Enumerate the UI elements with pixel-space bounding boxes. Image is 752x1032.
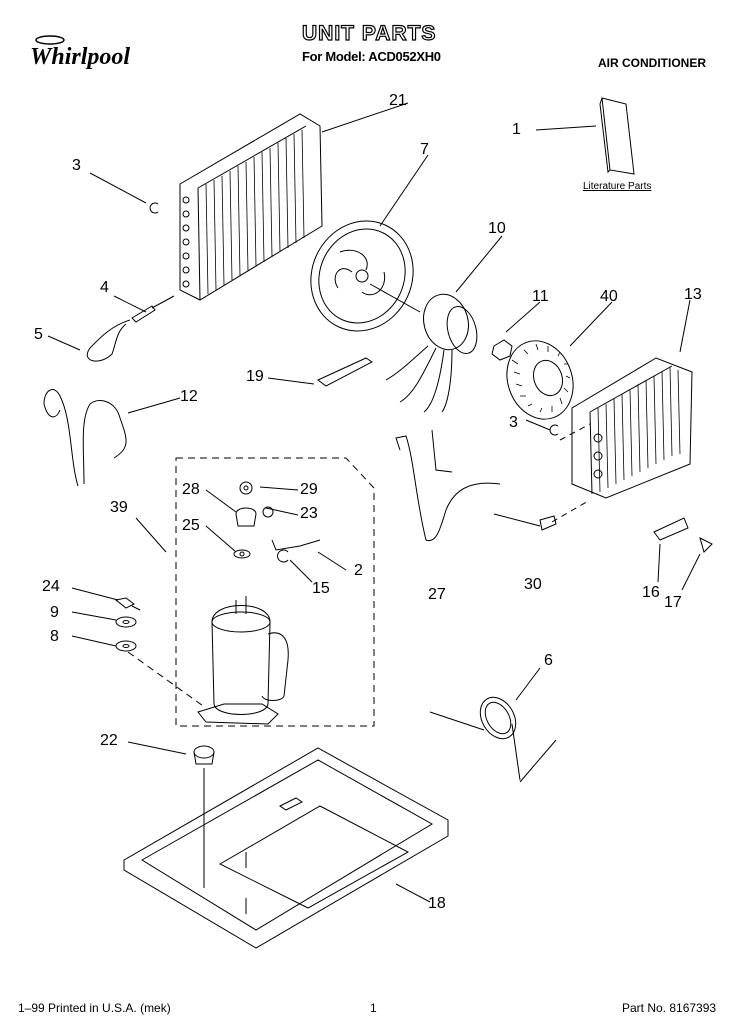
callout-18: 18 xyxy=(428,895,446,912)
callout-1: 1 xyxy=(512,121,521,138)
compressor-group-outline xyxy=(175,457,375,727)
callout-3-right: 3 xyxy=(509,414,518,431)
terminal-2 xyxy=(271,539,321,563)
callout-29: 29 xyxy=(300,481,318,498)
callout-2: 2 xyxy=(354,562,363,579)
clip-3-right xyxy=(549,424,559,436)
callout-30: 30 xyxy=(524,576,542,593)
literature-parts-label: Literature Parts xyxy=(583,181,652,192)
page-number: 1 xyxy=(370,1001,377,1015)
callout-9: 9 xyxy=(50,604,59,621)
callout-10: 10 xyxy=(488,220,506,237)
callout-5: 5 xyxy=(34,326,43,343)
leader-lines xyxy=(47,102,701,903)
page-title: UNIT PARTS xyxy=(301,21,437,45)
evaporator-coil-13 xyxy=(571,357,693,499)
callout-19: 19 xyxy=(246,368,264,385)
base-pan-18 xyxy=(123,747,449,949)
callout-4: 4 xyxy=(100,279,109,296)
callout-7: 7 xyxy=(420,141,429,158)
bracket-16 xyxy=(653,517,689,541)
callout-23: 23 xyxy=(300,505,318,522)
overload-28 xyxy=(235,507,257,527)
callout-13: 13 xyxy=(684,286,702,303)
callout-6: 6 xyxy=(544,652,553,669)
washer-9 xyxy=(115,616,137,628)
callout-8: 8 xyxy=(50,628,59,645)
literature-part-1 xyxy=(599,97,635,175)
callout-16: 16 xyxy=(642,584,660,601)
print-date: 1–99 Printed in U.S.A. (mek) xyxy=(18,1001,171,1015)
capillary-5 xyxy=(87,319,131,362)
thermostat-bulb-4 xyxy=(131,295,175,323)
fan-shroud-7 xyxy=(310,220,421,332)
svg-text:Whirlpool: Whirlpool xyxy=(30,44,130,70)
fan-motor-10 xyxy=(385,293,478,413)
callout-22: 22 xyxy=(100,732,118,749)
grommet-29 xyxy=(239,481,253,495)
clip-3 xyxy=(149,202,159,214)
washer-25 xyxy=(233,549,251,559)
clip-17 xyxy=(699,537,713,553)
tube-27 xyxy=(395,429,501,542)
callout-3: 3 xyxy=(72,157,81,174)
bracket-19 xyxy=(317,357,373,387)
compressor-39 xyxy=(197,596,289,725)
callout-15: 15 xyxy=(312,580,330,597)
part-number: Part No. 8167393 xyxy=(622,1001,717,1015)
callout-21: 21 xyxy=(389,92,407,109)
part-23 xyxy=(262,506,274,518)
callout-27: 27 xyxy=(428,586,446,603)
ring-6 xyxy=(429,696,557,783)
sensor-30 xyxy=(493,513,557,531)
callout-28: 28 xyxy=(182,481,200,498)
mount-22 xyxy=(193,745,215,872)
callout-11: 11 xyxy=(532,288,549,305)
callout-17: 17 xyxy=(664,594,682,611)
tube-12 xyxy=(43,389,127,487)
condenser-coil-21 xyxy=(179,113,323,301)
clip-24 xyxy=(114,597,141,611)
callout-24: 24 xyxy=(42,578,60,595)
product-name: AIR CONDITIONER xyxy=(598,56,706,70)
blower-wheel-40 xyxy=(506,340,574,420)
callout-39: 39 xyxy=(110,499,128,516)
callout-12: 12 xyxy=(180,388,198,405)
model-line: For Model: ACD052XH0 xyxy=(302,49,441,64)
callout-40: 40 xyxy=(600,288,618,305)
nut-11 xyxy=(491,339,513,361)
whirlpool-logo: Whirlpool xyxy=(28,34,158,74)
washer-8 xyxy=(115,640,137,652)
callout-25: 25 xyxy=(182,517,200,534)
